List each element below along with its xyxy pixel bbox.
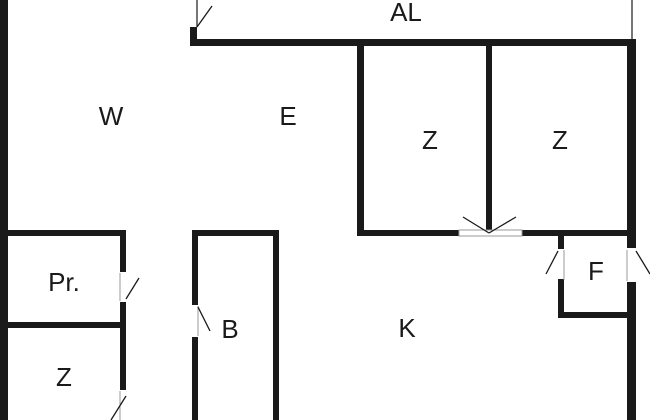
door-gap-z3 (120, 390, 126, 420)
wall-balcony-stub (190, 27, 197, 46)
door-gap-pr (120, 272, 126, 302)
wall-left (0, 0, 8, 420)
wall-balcony-bottom (190, 39, 636, 46)
room-label-z1: Z (422, 125, 438, 155)
room-label-b: B (221, 314, 238, 344)
room-label-w: W (99, 101, 124, 131)
wall-b-top (192, 230, 279, 236)
room-label-k: K (398, 313, 416, 343)
wall-b-right (273, 230, 279, 420)
wall-z1-z2-divider (486, 46, 492, 236)
door-z3 (110, 395, 127, 420)
door-f (545, 250, 559, 275)
room-label-z2: Z (552, 125, 568, 155)
wall-z1-left (357, 46, 364, 236)
wall-f-bottom (558, 312, 628, 318)
door-gap-right (627, 248, 636, 282)
door-b (197, 306, 211, 332)
wall-z1-bottom (357, 230, 459, 236)
wall-pr-top (8, 230, 126, 236)
wall-z2-bottom (522, 230, 632, 236)
wall-right (627, 39, 636, 420)
room-label-e: E (279, 101, 296, 131)
door-gap-f (558, 249, 564, 279)
room-label-pr: Pr. (48, 267, 80, 297)
door-balcony (196, 5, 213, 28)
door-z1 (462, 216, 490, 234)
room-label-z3: Z (56, 362, 72, 392)
door-z2 (488, 216, 517, 234)
door-gap-b (192, 305, 198, 337)
door-pr (125, 277, 140, 300)
room-label-f: F (588, 256, 604, 286)
door-right (635, 250, 650, 275)
room-label-al: AL (390, 0, 422, 27)
door-frame-z (458, 229, 523, 237)
wall-pr-bottom (8, 322, 126, 328)
